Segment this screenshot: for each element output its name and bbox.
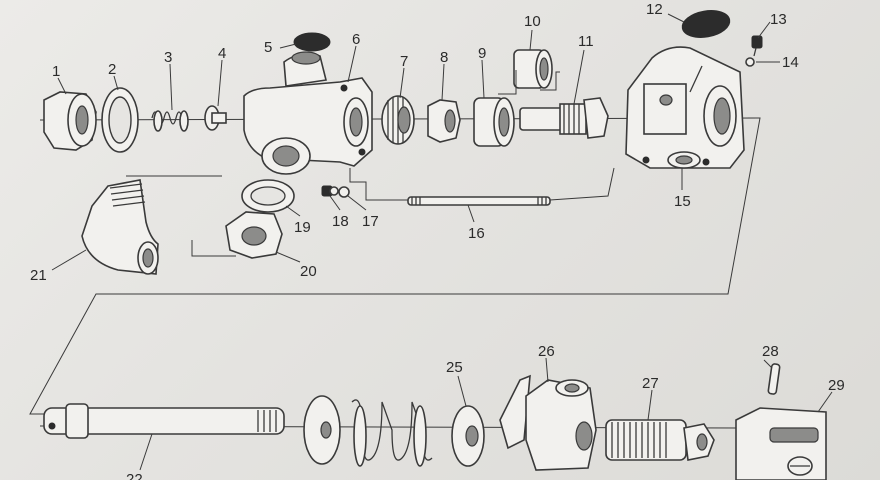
part-7-threaded-ring (381, 95, 415, 145)
label-21: 21 (30, 267, 47, 284)
part-13-screw (751, 35, 763, 57)
label-25: 25 (446, 359, 463, 376)
part-large-spring (351, 399, 433, 467)
leader-lines (51, 13, 833, 471)
part-spring-seat (303, 395, 341, 465)
part-16-rod (407, 196, 551, 206)
part-1-cap-nut (43, 91, 97, 151)
part-28-pin (767, 363, 781, 395)
part-10-sleeve (513, 49, 553, 89)
label-14: 14 (782, 54, 799, 71)
part-20-hex-nut (225, 211, 283, 259)
part-15-housing (625, 46, 745, 169)
label-17: 17 (362, 213, 379, 230)
conn-return-path (29, 117, 761, 415)
label-5: 5 (264, 39, 272, 56)
part-11-threaded-plug (519, 97, 609, 139)
part-3-spring (151, 110, 189, 132)
label-28: 28 (762, 343, 779, 360)
part-12-diaphragm (681, 10, 731, 38)
label-29: 29 (828, 377, 845, 394)
conn-plug (540, 71, 560, 91)
label-7: 7 (400, 53, 408, 70)
part-8-nut (427, 99, 461, 143)
label-15: 15 (674, 193, 691, 210)
label-6: 6 (352, 31, 360, 48)
label-10: 10 (524, 13, 541, 30)
label-11: 11 (578, 33, 594, 50)
part-14-small-washer (745, 57, 755, 67)
conn-rod-left (349, 168, 408, 201)
label-16: 16 (468, 225, 485, 242)
part-2-washer (101, 87, 139, 153)
part-27-adjuster (605, 419, 715, 461)
label-19: 19 (294, 219, 311, 236)
label-27: 27 (642, 375, 659, 392)
label-9: 9 (478, 45, 486, 62)
label-18: 18 (332, 213, 349, 230)
part-17-18-bolt-nut (321, 185, 350, 198)
label-20: 20 (300, 263, 317, 280)
part-6-tee-body (243, 51, 373, 175)
part-5-cap (293, 32, 331, 52)
label-12: 12 (646, 1, 663, 18)
label-22: 22 (126, 471, 143, 480)
part-9-bushing (473, 97, 515, 147)
label-1: 1 (52, 63, 60, 80)
label-2: 2 (108, 61, 116, 78)
label-4: 4 (218, 45, 226, 62)
part-29-clevis (735, 407, 827, 480)
part-4-valve-disc (204, 105, 227, 131)
part-22-shaft (43, 403, 285, 439)
part-25-disc (451, 405, 485, 467)
label-13: 13 (770, 11, 787, 28)
label-3: 3 (164, 49, 172, 66)
part-21-elbow (81, 179, 159, 275)
part-19-washer (241, 179, 295, 213)
conn-rod-right (549, 167, 615, 201)
label-26: 26 (538, 343, 555, 360)
conn-sleeve (498, 70, 517, 95)
conn-nut-20 (191, 240, 236, 257)
part-26-bracket (499, 374, 597, 471)
label-8: 8 (440, 49, 448, 66)
